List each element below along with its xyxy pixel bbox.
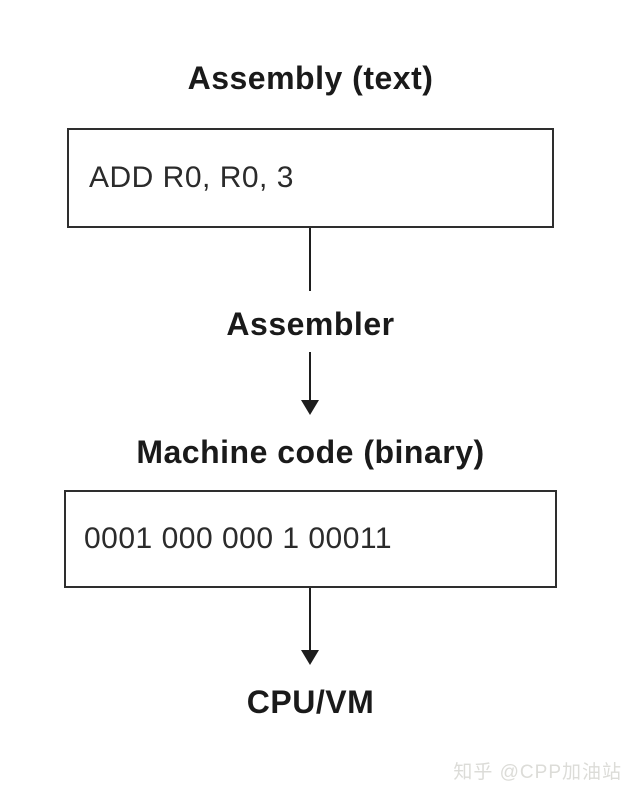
assembly-title: Assembly (text) [187,60,434,96]
arrow-down-icon [301,650,319,665]
arrow-line-assembler-to-machine [309,352,311,402]
assembly-code-box: ADD R0, R0, 3 [67,128,554,228]
assembly-code-text: ADD R0, R0, 3 [89,161,294,194]
machine-code-box: 0001 000 000 1 00011 [64,490,557,588]
arrow-line-machine-to-cpu [309,588,311,652]
connector-line-assembly-to-assembler [309,228,311,291]
assembler-label: Assembler [226,306,395,342]
cpu-label: CPU/VM [246,684,375,720]
machine-code-text: 0001 000 000 1 00011 [84,522,393,555]
arrow-down-icon [301,400,319,415]
machine-code-title: Machine code (binary) [136,434,485,470]
watermark: 知乎 @CPP加油站 [453,762,622,783]
